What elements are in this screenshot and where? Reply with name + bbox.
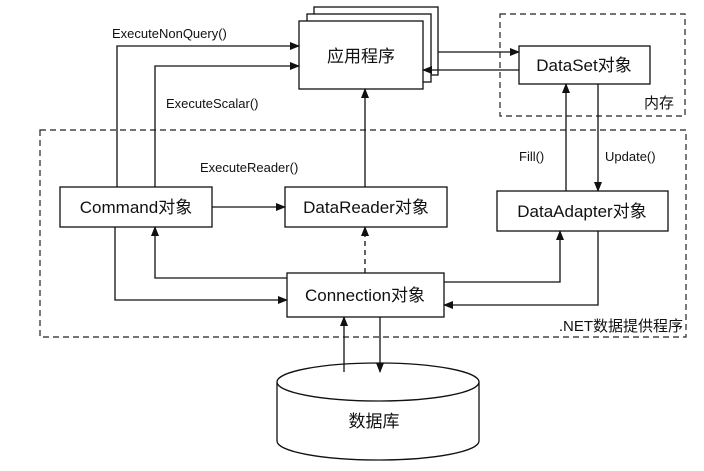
execute-reader-label: ExecuteReader(): [200, 160, 298, 175]
database-label: 数据库: [349, 412, 400, 431]
edge-connection-to-command: [151, 226, 287, 279]
edge-connection-to-dataadapter: [444, 230, 564, 283]
application-label: 应用程序: [327, 47, 395, 66]
execute-non-query-label: ExecuteNonQuery(): [112, 26, 227, 41]
connection-box: [286, 272, 445, 318]
edge-execute-non-query: [116, 42, 300, 187]
datareader-box: [284, 186, 448, 228]
update-label: Update(): [605, 149, 656, 164]
edge-dataadapter-to-connection: [443, 231, 599, 309]
edge-execute-scalar: [154, 62, 300, 187]
edge-command-to-connection: [114, 227, 288, 304]
dataset-box: [518, 45, 651, 85]
command-label: Command对象: [80, 198, 192, 217]
provider-zone-label: .NET数据提供程序: [559, 318, 683, 335]
execute-scalar-label: ExecuteScalar(): [166, 96, 258, 111]
command-box: [59, 186, 213, 228]
dataadapter-box: [496, 190, 669, 232]
datareader-label: DataReader对象: [303, 198, 429, 217]
dataset-label: DataSet对象: [536, 56, 631, 75]
application-node: [298, 6, 439, 90]
memory-zone-label: 内存: [644, 95, 674, 112]
fill-label: Fill(): [519, 149, 544, 164]
connection-label: Connection对象: [305, 286, 425, 305]
dataadapter-label: DataAdapter对象: [517, 202, 646, 221]
provider-zone: [39, 129, 687, 338]
